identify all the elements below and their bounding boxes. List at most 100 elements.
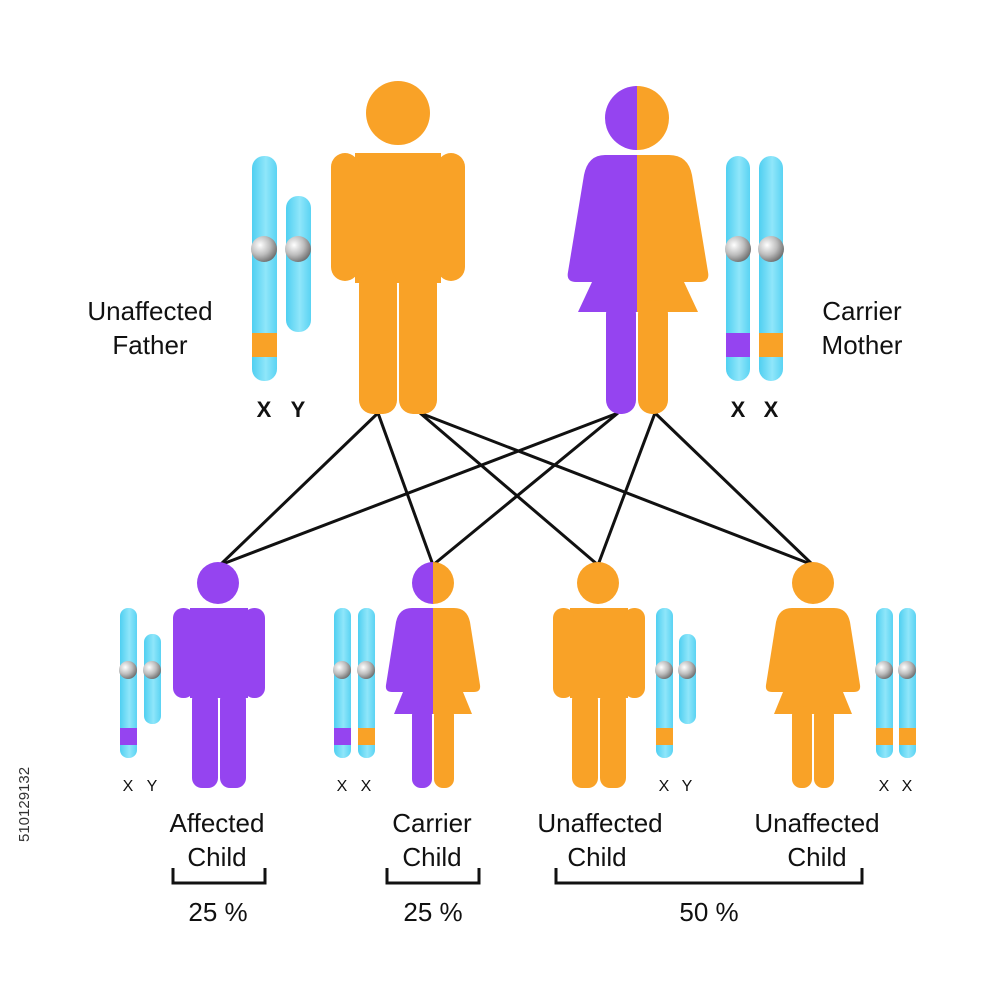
child3-y-chromosome [679, 634, 696, 724]
father-chrom-label-y: Y [291, 397, 306, 422]
child3-chrom-label-x: X [659, 778, 670, 795]
child1-right-leg [220, 690, 246, 788]
child3-x-gene-band [656, 728, 673, 745]
child1-chromosomes: X Y [119, 608, 161, 795]
child4-dress [765, 608, 861, 714]
child2-chrom-label-x1: X [337, 778, 348, 795]
child3-left-leg [572, 690, 598, 788]
line-father-child4 [419, 411, 814, 567]
child1-right-arm [244, 608, 265, 698]
child1-x-centromere [119, 661, 137, 679]
child1-x-chromosome [120, 608, 137, 758]
child2-label-line2: Child [402, 842, 461, 872]
mother-x2-chromosome [759, 156, 783, 381]
child1-y-chromosome [144, 634, 161, 724]
bracket-unaffected [554, 868, 864, 885]
child2-label-line1: Carrier [392, 808, 472, 838]
percent-affected: 25 % [188, 897, 247, 927]
child4-right-leg [814, 706, 834, 788]
child3-figure [553, 562, 645, 788]
line-father-child3 [419, 411, 599, 567]
bracket-affected [171, 868, 267, 885]
inheritance-lines [218, 411, 815, 567]
line-mother-child3 [596, 412, 657, 566]
child1-left-leg [192, 690, 218, 788]
child4-head [792, 562, 834, 604]
child4-x2-chromosome [899, 608, 916, 758]
child4-x2-gene-band [899, 728, 916, 745]
child3-right-leg [600, 690, 626, 788]
mother-chrom-label-x1: X [731, 397, 746, 422]
child4-label-line2: Child [787, 842, 846, 872]
father-label-line1: Unaffected [87, 296, 212, 326]
child1-y-centromere [143, 661, 161, 679]
father-x-gene-band [252, 333, 277, 357]
mother-chromosomes: X X [725, 156, 784, 422]
father-head [366, 81, 430, 145]
child4-figure [765, 562, 861, 788]
child4-chrom-label-x2: X [902, 778, 913, 795]
mother-label-line1: Carrier [822, 296, 902, 326]
line-mother-child2 [432, 411, 619, 567]
father-torso [355, 153, 441, 283]
mother-figure [567, 86, 709, 414]
mother-x1-chromosome [726, 156, 750, 381]
child3-x-chromosome [656, 608, 673, 758]
child3-label-line2: Child [567, 842, 626, 872]
child3-chrom-label-y: Y [682, 778, 693, 795]
mother-x2-gene-band [759, 333, 783, 357]
line-mother-child1 [219, 411, 619, 567]
percent-carrier: 25 % [403, 897, 462, 927]
father-y-centromere [285, 236, 311, 262]
child4-x1-centromere [875, 661, 893, 679]
child1-x-gene-band [120, 728, 137, 745]
father-x-chromosome [252, 156, 277, 381]
father-right-arm [437, 153, 465, 281]
child2-chromosomes: X X [333, 608, 375, 795]
line-father-child2 [376, 412, 435, 566]
child2-x1-centromere [333, 661, 351, 679]
child4-chrom-label-x1: X [879, 778, 890, 795]
father-chromosomes: X Y [251, 156, 311, 422]
child1-chrom-label-y: Y [147, 778, 158, 795]
child2-x1-chromosome [334, 608, 351, 758]
child1-figure [173, 562, 265, 788]
child2-x1-gene-band [334, 728, 351, 745]
child3-y-centromere [678, 661, 696, 679]
father-figure [331, 81, 465, 414]
percent-unaffected: 50 % [679, 897, 738, 927]
child3-torso [570, 608, 628, 698]
child1-torso [190, 608, 248, 698]
child4-left-leg [792, 706, 812, 788]
line-father-child1 [218, 411, 380, 567]
father-y-chromosome [286, 196, 311, 332]
father-right-leg [399, 270, 437, 414]
child4-chromosomes: X X [875, 608, 916, 795]
child1-left-arm [173, 608, 194, 698]
child4-x1-chromosome [876, 608, 893, 758]
child4-x1-gene-band [876, 728, 893, 745]
child2-chrom-label-x2: X [361, 778, 372, 795]
child1-chrom-label-x: X [123, 778, 134, 795]
bracket-carrier [385, 868, 481, 885]
father-left-leg [359, 270, 397, 414]
mother-chrom-label-x2: X [764, 397, 779, 422]
child2-figure [385, 562, 481, 788]
brackets [171, 868, 864, 885]
child3-x-centromere [655, 661, 673, 679]
child1-head [197, 562, 239, 604]
mother-label-line2: Mother [822, 330, 903, 360]
mother-x1-gene-band [726, 333, 750, 357]
child3-head [577, 562, 619, 604]
child2-x2-centromere [357, 661, 375, 679]
mother-x1-centromere [725, 236, 751, 262]
child1-label-line1: Affected [170, 808, 265, 838]
line-mother-child4 [653, 411, 815, 567]
father-left-arm [331, 153, 359, 281]
father-label-line2: Father [112, 330, 187, 360]
child1-label-line2: Child [187, 842, 246, 872]
child2-x2-gene-band [358, 728, 375, 745]
image-id: 510129132 [16, 767, 33, 842]
child3-right-arm [624, 608, 645, 698]
